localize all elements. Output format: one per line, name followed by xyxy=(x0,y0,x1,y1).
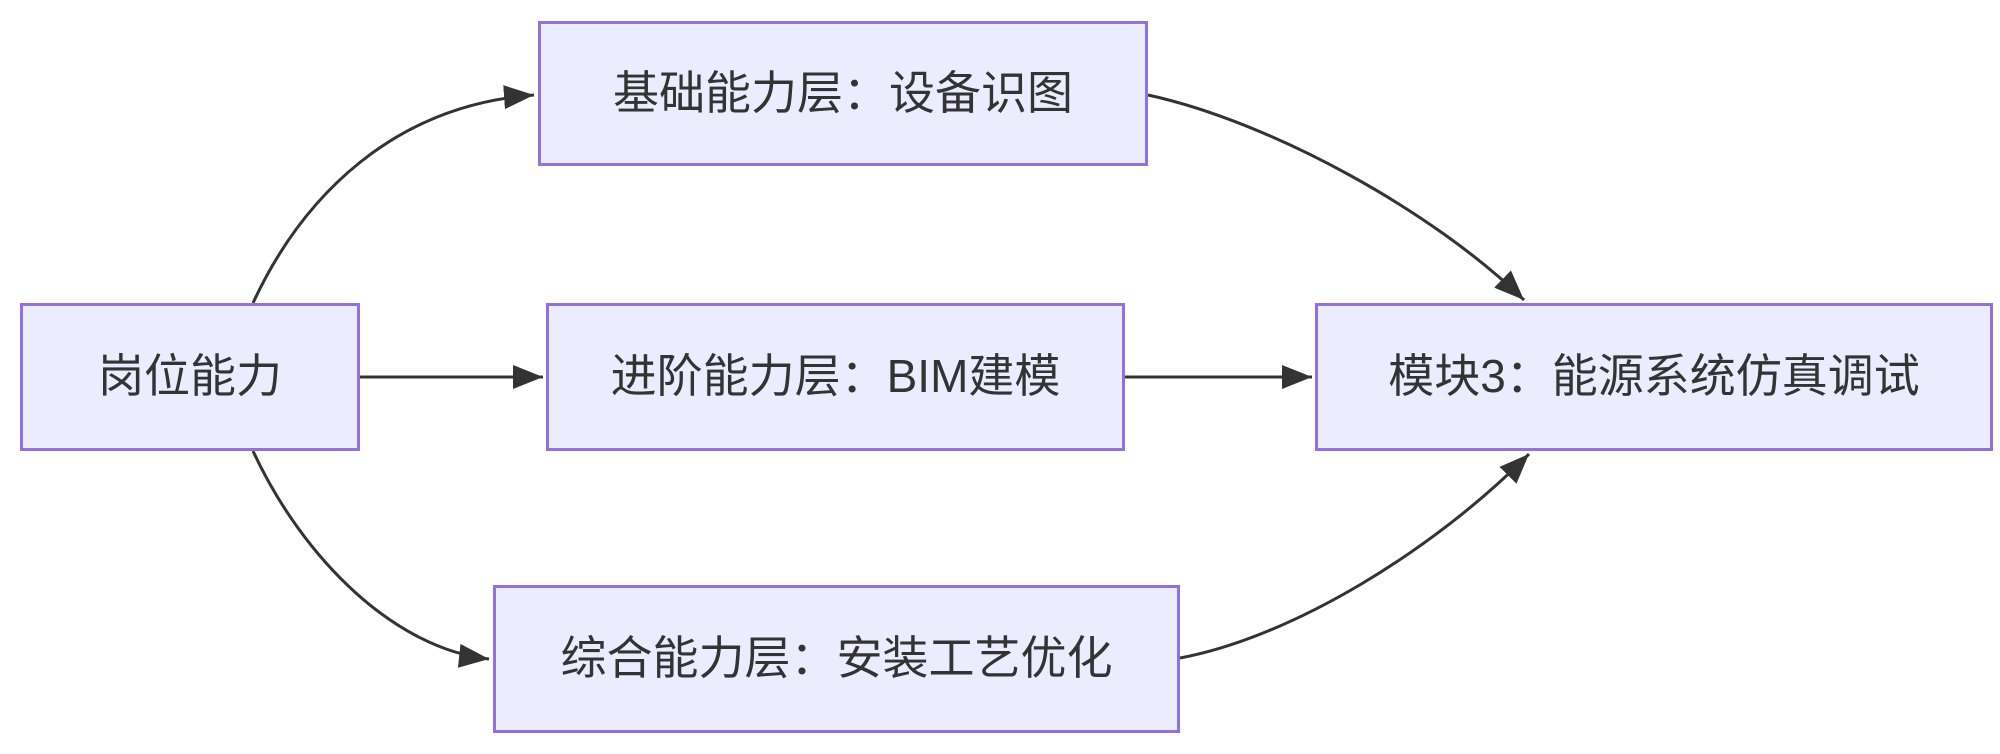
node-job-competency-label: 岗位能力 xyxy=(98,350,282,403)
edge-job-to-comprehensive xyxy=(251,450,490,668)
edge-job-to-basic xyxy=(251,85,535,304)
node-comprehensive-capability-layer-label: 综合能力层：安装工艺优化 xyxy=(560,632,1113,685)
node-comprehensive-capability-layer: 综合能力层：安装工艺优化 xyxy=(493,585,1180,733)
edge-basic-to-module3 xyxy=(1147,93,1526,302)
node-module3-label: 模块3：能源系统仿真调试 xyxy=(1388,350,1920,403)
node-advanced-capability-layer: 进阶能力层：BIM建模 xyxy=(546,303,1125,451)
node-job-competency: 岗位能力 xyxy=(20,303,360,451)
edge-comprehensive-to-module3 xyxy=(1179,452,1531,660)
node-basic-capability-layer-label: 基础能力层：设备识图 xyxy=(613,66,1073,119)
node-advanced-capability-layer-label: 进阶能力层：BIM建模 xyxy=(610,350,1061,403)
node-module3: 模块3：能源系统仿真调试 xyxy=(1315,303,1993,451)
node-basic-capability-layer: 基础能力层：设备识图 xyxy=(538,21,1148,166)
